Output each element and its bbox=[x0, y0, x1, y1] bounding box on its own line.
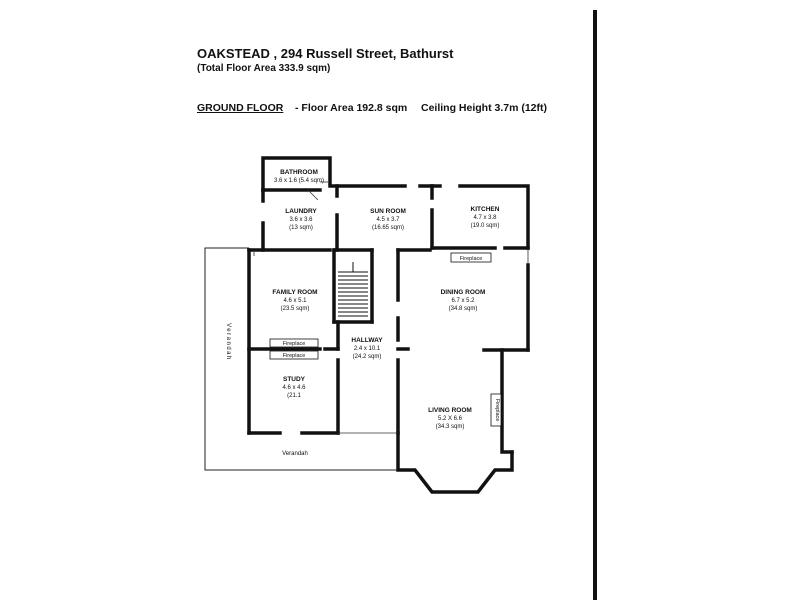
fireplace-dining bbox=[450, 252, 492, 263]
diningroom-area: (34.8 sqm) bbox=[449, 306, 478, 312]
diningroom-dims: 6.7 x 5.2 bbox=[451, 298, 475, 304]
stairs bbox=[338, 262, 368, 317]
plan-details bbox=[253, 181, 529, 434]
ceiling-height: Ceiling Height 3.7m (12ft) bbox=[421, 102, 548, 114]
kitchen-name: KITCHEN bbox=[471, 206, 500, 213]
laundry-name: LAUNDRY bbox=[285, 208, 317, 215]
livingroom-dims: 5.2 X 6.6 bbox=[438, 416, 463, 422]
fireplace-dining-label: Fireplace bbox=[460, 256, 483, 262]
fireplace-family bbox=[269, 338, 319, 348]
livingroom-name: LIVING ROOM bbox=[428, 407, 472, 414]
bathroom-dims: 3.6 x 1.6 (5.4 sqm) bbox=[274, 178, 324, 184]
plan-title: OAKSTEAD , 294 Russell Street, Bathurst bbox=[197, 46, 454, 61]
hallway-name: HALLWAY bbox=[351, 337, 383, 344]
familyroom-name: FAMILY ROOM bbox=[272, 289, 317, 296]
familyroom-area: (23.5 sqm) bbox=[281, 306, 310, 312]
bathroom-name: BATHROOM bbox=[280, 169, 318, 176]
diningroom-name: DINING ROOM bbox=[441, 289, 486, 296]
study-area: (21.1 bbox=[287, 393, 301, 399]
floor-label: GROUND FLOOR bbox=[197, 102, 284, 114]
laundry-area: (13 sqm) bbox=[289, 225, 313, 231]
fireplace-living bbox=[490, 393, 502, 427]
laundry-dims: 3.6 x 3.6 bbox=[289, 217, 313, 223]
fireplace-family-label: Fireplace bbox=[283, 341, 306, 347]
total-floor-area: (Total Floor Area 333.9 sqm) bbox=[197, 63, 331, 74]
walls bbox=[247, 156, 530, 494]
verandah-label: Verandah bbox=[282, 451, 308, 457]
sunroom-dims: 4.5 x 3.7 bbox=[376, 217, 400, 223]
verandah-vertical-label: Verandah bbox=[225, 323, 231, 361]
sunroom-area: (16.65 sqm) bbox=[372, 225, 404, 231]
kitchen-dims: 4.7 x 3.8 bbox=[473, 215, 497, 221]
hallway-dims: 2.4 x 10.1 bbox=[354, 346, 381, 352]
fireplace-study bbox=[269, 350, 319, 360]
study-name: STUDY bbox=[283, 376, 306, 383]
study-dims: 4.6 x 4.6 bbox=[282, 385, 306, 391]
hallway-area: (24.2 sqm) bbox=[353, 354, 382, 360]
fireplace-study-label: Fireplace bbox=[283, 353, 306, 359]
sunroom-name: SUN ROOM bbox=[370, 208, 406, 215]
familyroom-dims: 4.6 x 5.1 bbox=[283, 298, 307, 304]
fireplace-living-label: Fireplace bbox=[494, 399, 500, 422]
livingroom-area: (34.3 sqm) bbox=[436, 424, 465, 430]
page-divider-line bbox=[593, 10, 597, 600]
floor-area: - Floor Area 192.8 sqm bbox=[295, 102, 408, 114]
kitchen-area: (19.0 sqm) bbox=[471, 223, 500, 229]
